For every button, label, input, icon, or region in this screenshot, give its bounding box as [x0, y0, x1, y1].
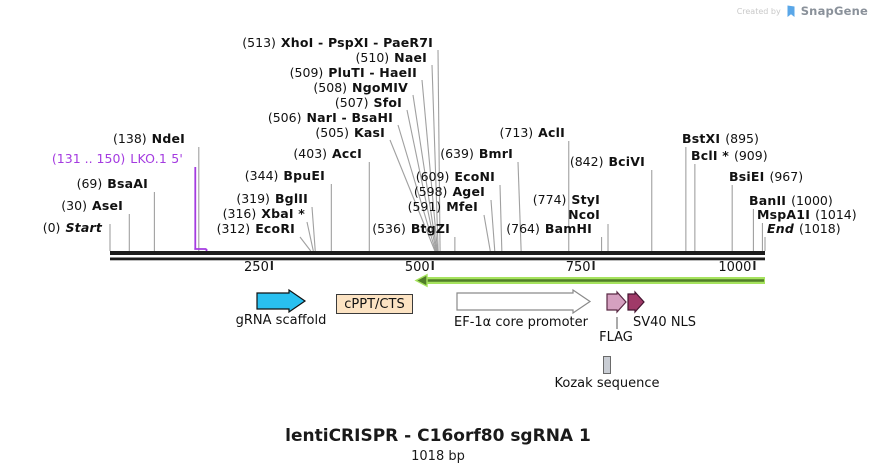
site-leader-line-xbai: [306, 221, 314, 252]
site-label-bstxi: BstXI(895): [682, 131, 759, 146]
sequence-line-bottom: [110, 257, 765, 261]
title-block: lentiCRISPR - C16orf80 sgRNA 1 1018 bp: [0, 426, 876, 464]
site-label-ecori: (312)EcoRI: [216, 221, 295, 236]
site-leader-line-econi: [499, 184, 503, 252]
site-label-kasi: (505)KasI: [315, 125, 385, 140]
site-label-ngomiv: (508)NgoMIV: [313, 80, 408, 95]
site-label-asei: (30)AseI: [61, 198, 123, 213]
ruler-label-250: 250: [244, 260, 269, 275]
site-label-pluti-haeii: (509)PluTI - HaeII: [289, 65, 417, 80]
site-label-xbai: (316)XbaI *: [222, 206, 305, 221]
feature-box-kozak-sequence: [603, 356, 611, 374]
site-leader-line-ecori: [299, 236, 312, 252]
site-label-econi: (609)EcoNI: [415, 169, 495, 184]
site-leader-line-nari-bsahi: [397, 124, 437, 252]
snapgene-logo-icon: [787, 5, 795, 17]
created-by-text: Created by: [736, 6, 781, 16]
site-label-bamhi: (764)BamHI: [506, 221, 592, 236]
site-leader-line-kasi: [389, 139, 436, 252]
site-label-bsiei: BsiEI(967): [729, 169, 804, 184]
site-label-acci: (403)AccI: [293, 146, 362, 161]
feature-arrow-grna-scaffold: [256, 288, 307, 314]
site-label-xhoi-pspxi-paer7i: (513)XhoI - PspXI - PaeR7I: [242, 35, 433, 50]
site-leader-line-bglii: [311, 206, 316, 252]
site-leader-line-pluti-haeii: [421, 79, 439, 252]
site-label-agei: (598)AgeI: [413, 184, 485, 199]
site-label-mfei: (591)MfeI: [407, 199, 478, 214]
feature-label-flag: FLAG: [599, 330, 633, 345]
site-leader-line-agei: [490, 199, 496, 252]
site-label-bpuei: (344)BpuEI: [244, 168, 325, 183]
site-label-ncoi: NcoI: [568, 207, 600, 222]
site-label-btgzi: (536)BtgZI: [372, 221, 450, 236]
feature-arrow-sv40-nls: [627, 290, 645, 314]
site-leader-line-xhoi-pspxi-paer7i: [437, 49, 441, 252]
green-arrow-head: [414, 273, 428, 288]
site-label-naei: (510)NaeI: [355, 50, 427, 65]
site-label-sfoi: (507)SfoI: [334, 95, 402, 110]
ruler-label-500: 500: [404, 260, 430, 275]
feature-label-lko-1-5: (131 .. 150)LKO.1 5': [51, 151, 183, 166]
site-label-nari-bsahi: (506)NarI - BsaHI: [267, 110, 393, 125]
site-label-end: End(1018): [767, 221, 841, 236]
plasmid-title: lentiCRISPR - C16orf80 sgRNA 1: [285, 426, 591, 446]
feature-arrow-flag: [606, 290, 627, 314]
app-name-text: SnapGene: [800, 4, 868, 18]
ruler-label-1000: 1000: [718, 260, 752, 275]
lko-feature-line: [194, 167, 208, 252]
site-leader-line-naei: [431, 64, 439, 252]
feature-arrow-ef1a-core-promoter: [456, 288, 592, 315]
branding: Created by SnapGene: [737, 4, 868, 18]
ruler-label-750: 750: [565, 260, 591, 275]
site-label-acli: (713)AclI: [499, 125, 565, 140]
sequence-line-top: [110, 251, 765, 255]
feature-box-cppt-cts: cPPT/CTS: [336, 294, 413, 314]
site-label-bglii: (319)BglII: [236, 191, 308, 206]
site-label-bsaai: (69)BsaAI: [76, 176, 148, 191]
site-label-ndei: (138)NdeI: [113, 131, 185, 146]
feature-label-kozak-sequence: Kozak sequence: [554, 376, 660, 391]
site-label-bcivi: (842)BciVI: [569, 154, 645, 169]
site-leader-line-bmri: [517, 161, 522, 252]
site-label-bcli: BclI *(909): [691, 148, 768, 163]
feature-label-ef1a-core-promoter: EF-1α core promoter: [454, 315, 588, 330]
site-label-start: (0)Start: [42, 220, 102, 235]
site-leader-line-sfoi: [406, 109, 437, 252]
plasmid-length: 1018 bp: [411, 449, 465, 464]
site-label-mspa1i: MspA1I(1014): [757, 207, 857, 222]
site-label-banii: BanII(1000): [749, 193, 833, 208]
feature-label-sv40-nls: SV40 NLS: [633, 315, 697, 330]
site-label-styi: (774)StyI: [532, 192, 600, 207]
feature-label-grna-scaffold: gRNA scaffold: [235, 313, 327, 328]
site-leader-line-mfei: [483, 214, 491, 252]
site-label-bmri: (639)BmrI: [440, 146, 513, 161]
site-leader-line-ngomiv: [412, 94, 438, 252]
